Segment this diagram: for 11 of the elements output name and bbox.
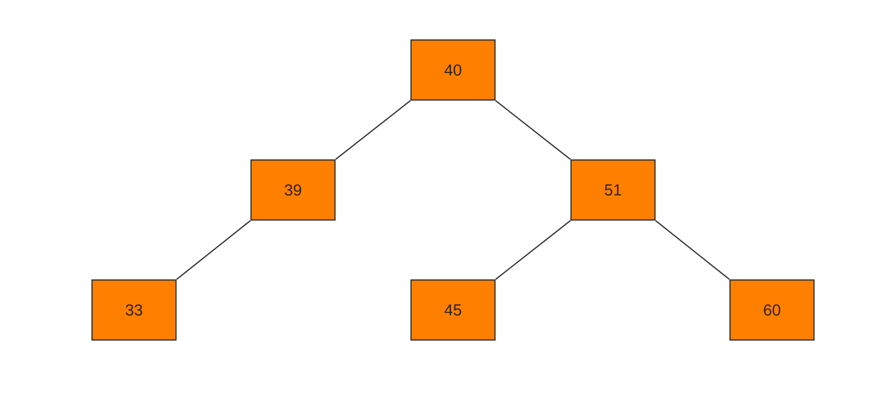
connector-line	[495, 100, 571, 160]
number-box: 60	[729, 279, 815, 341]
connector-line	[655, 220, 730, 280]
number-box: 40	[410, 39, 496, 101]
connector-line	[176, 220, 251, 280]
number-box: 39	[250, 159, 336, 221]
connector-line	[335, 100, 411, 160]
number-box: 51	[570, 159, 656, 221]
connector-line	[495, 220, 571, 280]
number-box: 33	[91, 279, 177, 341]
number-box: 45	[410, 279, 496, 341]
